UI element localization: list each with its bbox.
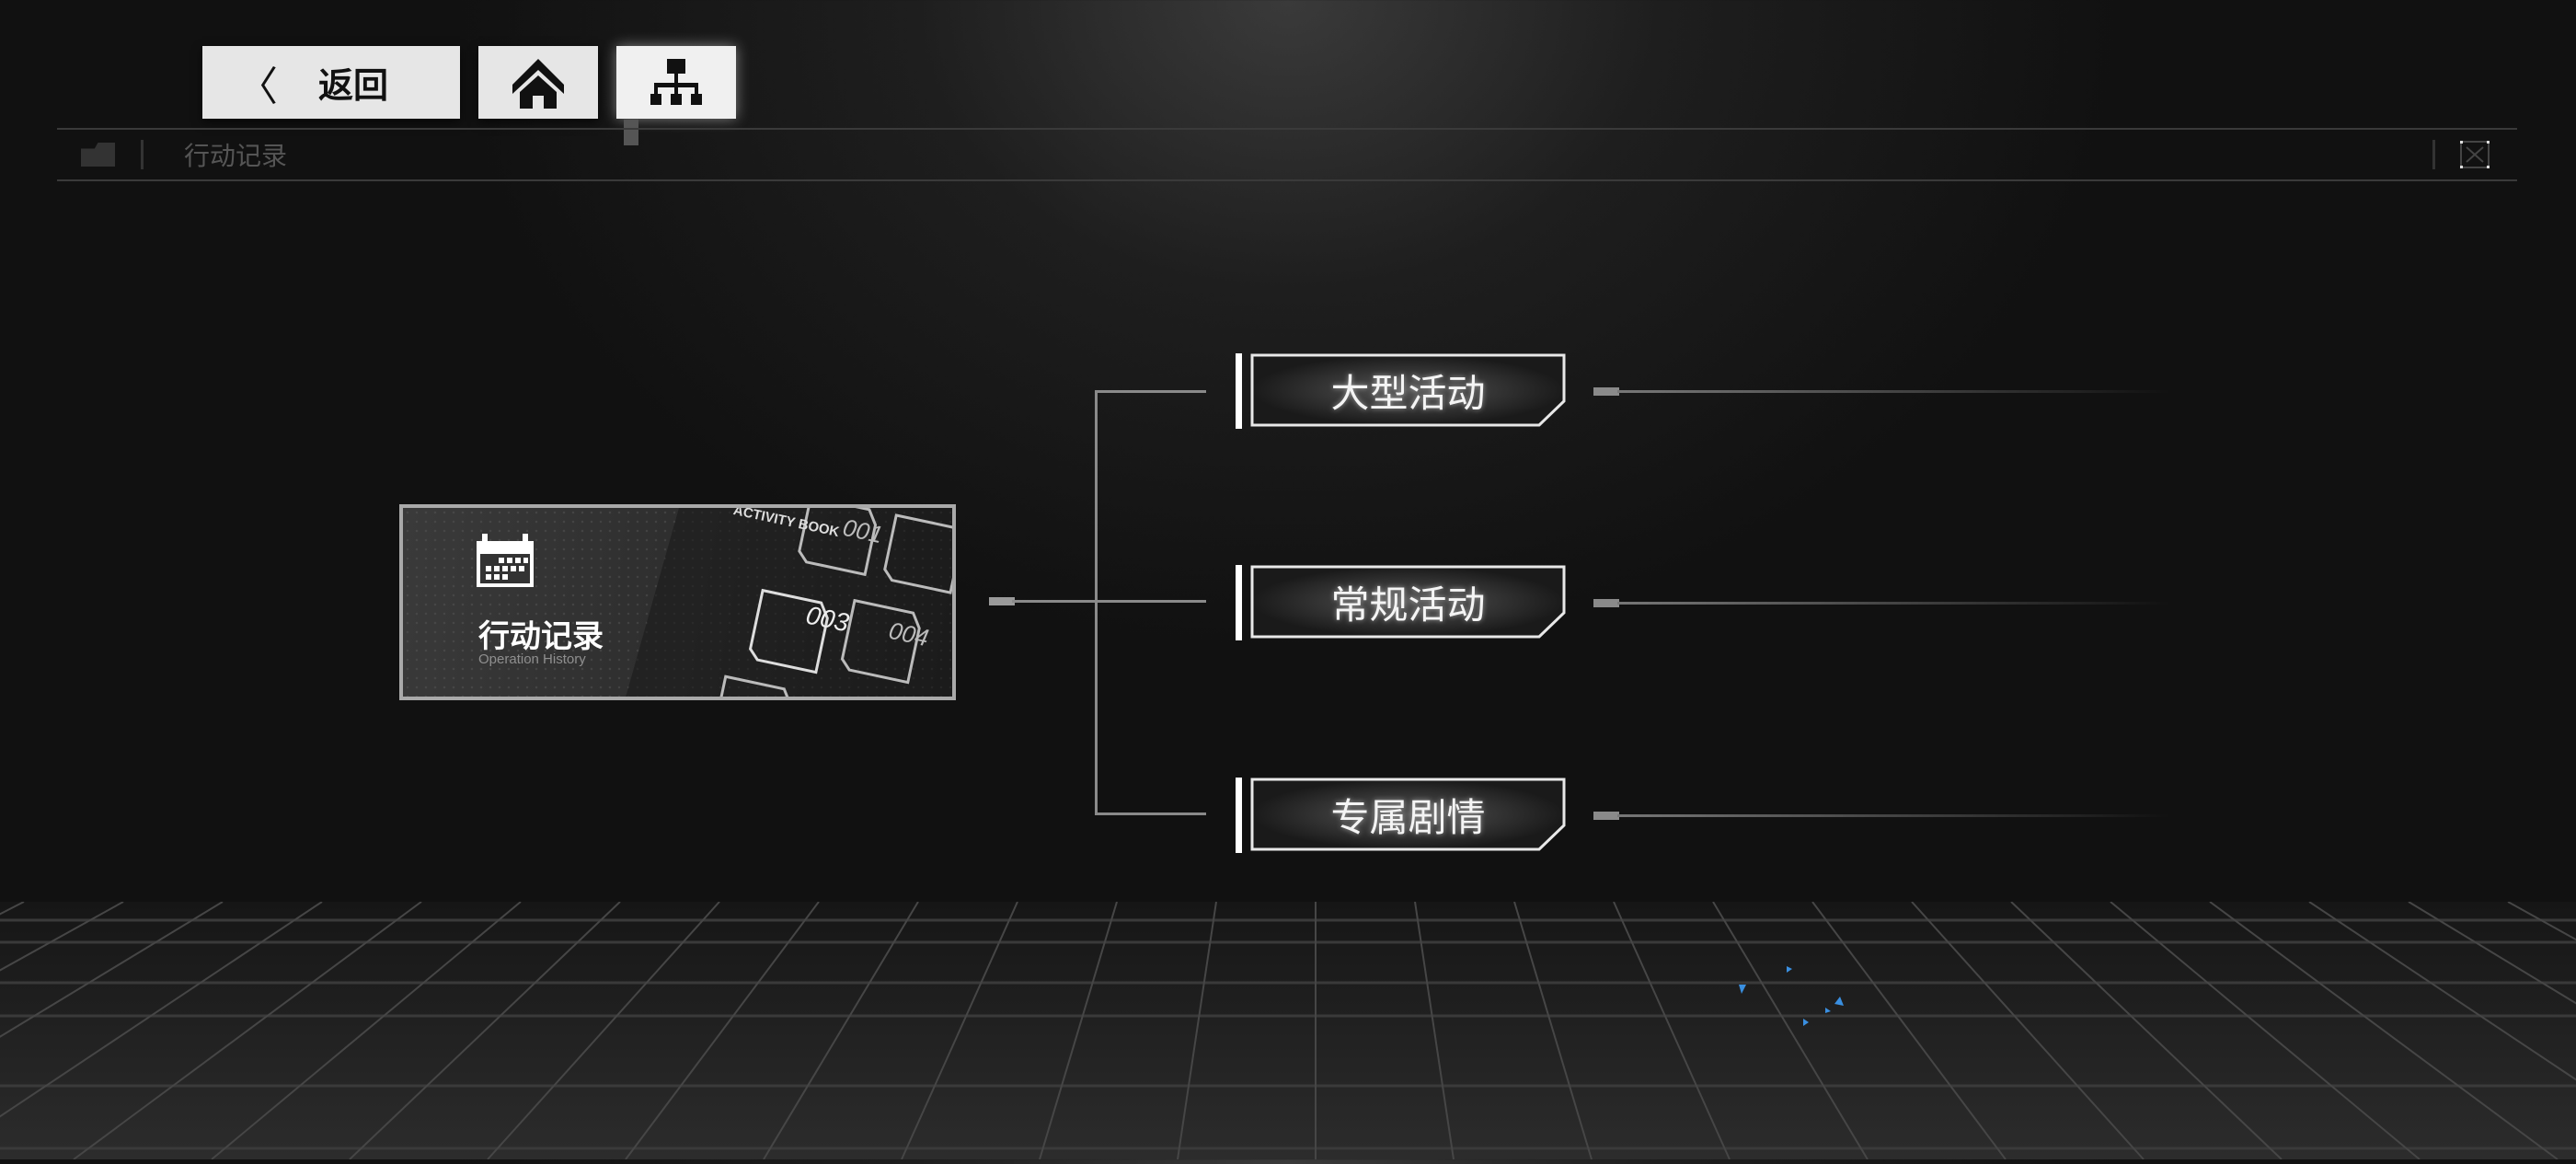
out-connector-stub: [1593, 812, 1619, 820]
sitemap-button[interactable]: [616, 46, 736, 119]
floor-grid-line: [1811, 901, 2007, 1160]
floor-grid-line: [901, 901, 1018, 1160]
chevron-left-icon: 〈: [237, 63, 278, 110]
close-divider: [2432, 140, 2435, 169]
floor-grid-line: [211, 901, 522, 1160]
close-button[interactable]: [2459, 140, 2490, 169]
floor-grid-line: [0, 901, 224, 1038]
out-connector-line: [1617, 390, 2169, 393]
folder-icon: [81, 143, 115, 167]
floor-grid-line: [1513, 901, 1593, 1160]
floor-grid-line: [2110, 901, 2421, 1160]
root-connector-line: [1012, 600, 1206, 603]
root-connector-stub: [989, 597, 1015, 605]
branch-node-label: 大型活动: [1330, 371, 1486, 415]
floor-grid-line: [763, 901, 919, 1160]
branch-node-regular-events[interactable]: 常规活动: [1250, 565, 1566, 639]
floor-grid-line: [2507, 901, 2576, 941]
floor-grid-line: [625, 901, 820, 1160]
breadcrumb-top-divider: [57, 128, 2517, 130]
out-connector-line: [1617, 814, 2169, 817]
floor-grid-line: [487, 901, 720, 1160]
back-button[interactable]: 〈 返回: [202, 46, 460, 119]
blue-particles: [1739, 966, 1844, 1026]
breadcrumb-divider: [141, 140, 144, 169]
floor-grid-line: [1911, 901, 2145, 1160]
branch-node-label: 专属剧情: [1330, 795, 1486, 839]
floor-grid-line: [1414, 901, 1455, 1160]
floor-grid-line: [2209, 901, 2559, 1160]
sitemap-indicator: [624, 120, 638, 145]
floor-grid-line: [0, 901, 323, 1118]
branch-node-large-events[interactable]: 大型活动: [1250, 353, 1566, 427]
branch-line: [1095, 390, 1206, 393]
floor-grid-line: [1613, 901, 1731, 1160]
out-connector-stub: [1593, 387, 1619, 396]
card-subtitle: Operation History: [478, 651, 586, 667]
floor-grid-line: [2408, 901, 2576, 1005]
root-card-operation-history[interactable]: ACTIVITY BOOK 001 003 004 行动记录 Operation…: [399, 504, 956, 700]
breadcrumb-bottom-divider: [57, 179, 2517, 181]
close-icon: [2460, 141, 2490, 168]
home-button[interactable]: [478, 46, 598, 119]
out-connector-stub: [1593, 599, 1619, 607]
card-artwork: [626, 508, 952, 697]
branch-marker: [1236, 778, 1242, 853]
branch-marker: [1236, 353, 1242, 429]
node-frame: [1250, 565, 1566, 639]
back-label: 返回: [318, 67, 389, 106]
branch-marker: [1236, 565, 1242, 640]
node-frame: [1250, 353, 1566, 427]
grid-floor: [0, 901, 2576, 1160]
tree-trunk-line: [1095, 390, 1098, 815]
node-frame: [1250, 778, 1566, 851]
home-icon: [512, 58, 564, 109]
out-connector-line: [1617, 602, 2169, 605]
branch-line: [1095, 812, 1206, 815]
floor-grid-line: [2308, 901, 2576, 1081]
branch-node-exclusive-story[interactable]: 专属剧情: [1250, 778, 1566, 851]
branch-node-label: 常规活动: [1330, 582, 1486, 627]
floor-grid-line: [2010, 901, 2283, 1160]
card-title: 行动记录: [478, 619, 604, 654]
floor-grid-lines: [0, 901, 2576, 1160]
breadcrumb-current: 行动记录: [184, 142, 288, 170]
floor-grid-line: [73, 901, 422, 1160]
sitemap-icon: [650, 58, 702, 105]
floor-grid-line: [0, 901, 25, 916]
floor-grid-line: [1039, 901, 1118, 1160]
floor-grid-line: [1177, 901, 1217, 1160]
calendar-icon: [477, 534, 534, 587]
floor-grid-line: [349, 901, 621, 1160]
floor-grid-line: [0, 901, 124, 972]
floor-grid-line: [1712, 901, 1869, 1160]
